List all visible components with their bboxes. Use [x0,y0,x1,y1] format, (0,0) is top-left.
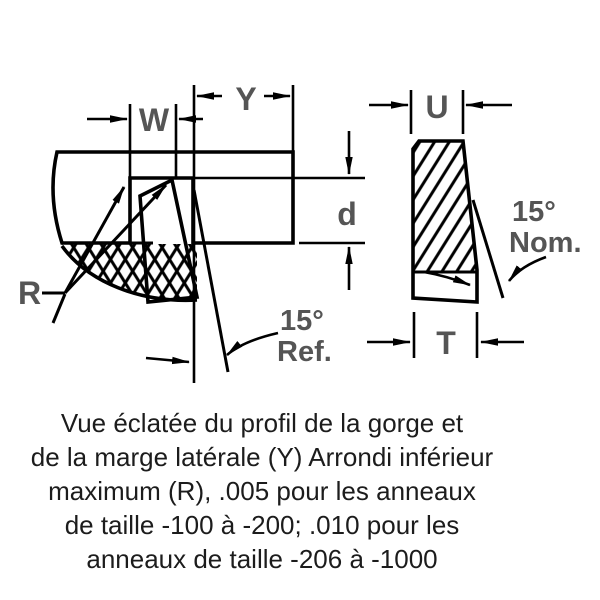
housing-outline [51,150,295,245]
ring-hatch-area [413,141,477,272]
nom-slant-line [471,199,505,299]
ref-arrow-curved [226,331,279,356]
caption-line: maximum (R), .005 pour les anneaux [48,476,476,506]
ring-bevel-arrow [423,270,471,287]
caption-line: de taille -100 à -200; .010 pour les [64,510,460,540]
dim-w: W [87,102,203,177]
label-y: Y [235,81,256,117]
label-w: W [139,102,170,138]
label-ref-text: Ref. [277,336,332,368]
ref-arrow-left [145,356,190,365]
label-t: T [436,325,456,361]
dim-d: d [193,131,365,290]
dim-u: U [369,89,512,134]
caption-line: Vue éclatée du profil de la gorge et [60,408,464,438]
dim-t: T [367,312,524,361]
ring-cross-section [411,139,479,304]
ring-outline [411,139,479,304]
angle-nom-annotation: 15° Nom. [471,196,582,299]
label-r: R [18,275,41,311]
figure-caption: Vue éclatée du profil de la gorge et de … [0,406,524,576]
dim-y: Y [192,81,295,383]
caption-line: anneaux de taille -206 à -1000 [86,544,438,574]
nom-arrow-curved [507,255,547,282]
label-u: U [425,89,448,125]
label-ref-angle: 15° [280,305,324,337]
caption-line: de la marge latérale (Y) Arrondi inférie… [30,442,494,472]
radius-leader: R [18,183,168,324]
housing-cross-section [51,150,295,245]
ring-swept-section [60,241,198,303]
label-nom-angle: 15° [512,196,556,228]
r-leader-arrow1 [63,186,126,294]
label-d: d [337,196,357,232]
r-leader-arrow2 [63,183,168,295]
label-nom-text: Nom. [509,227,582,259]
ref-slant-line [192,189,230,373]
angle-ref-annotation: 15° Ref. [145,189,332,373]
r-leader-stub2 [51,293,67,324]
